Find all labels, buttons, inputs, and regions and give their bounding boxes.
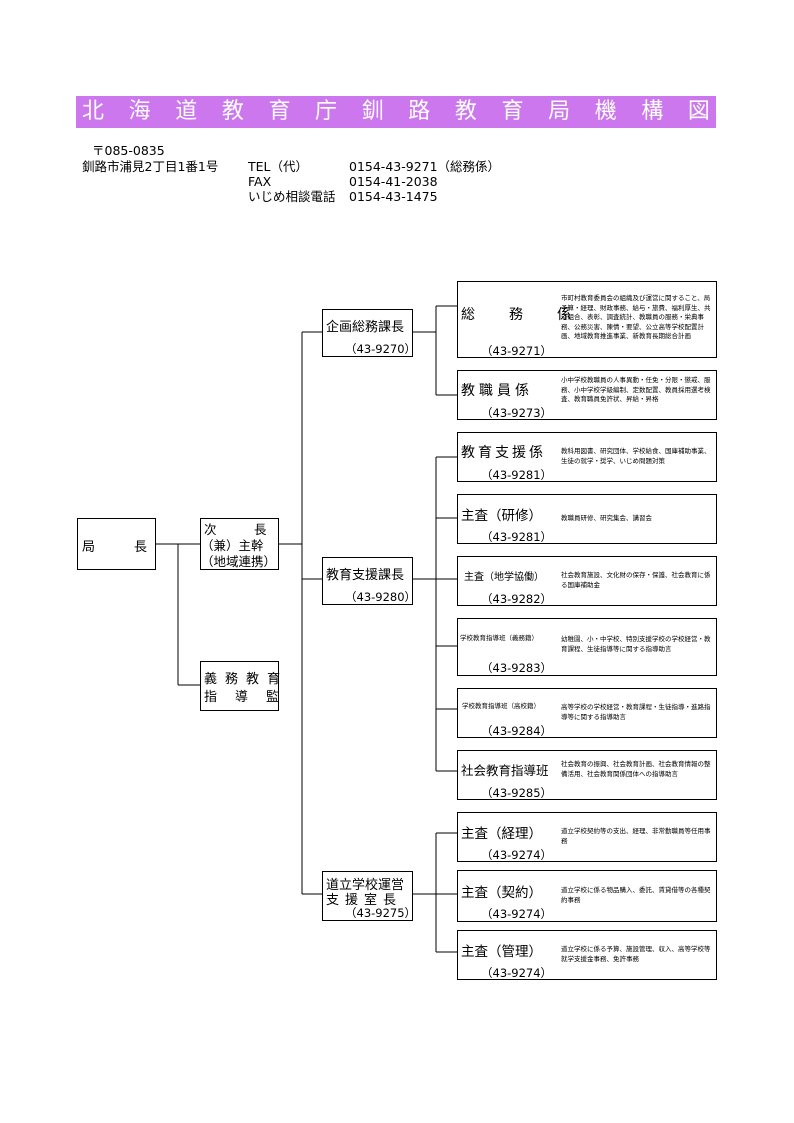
unit-chigaku: 主査（地学協働） （43-9282） 社会教育施設、文化財の保存・保護、社会教育…: [457, 556, 717, 606]
unit-name: 主査（研修）: [461, 508, 542, 524]
unit-desc: 高等学校の学校経営・教育課程・生徒指導・進路指導等に関する指導助言: [561, 703, 711, 721]
director-box: 局 長: [77, 518, 156, 570]
section-phone: （43-9270）: [345, 342, 417, 356]
unit-phone: （43-9281）: [481, 530, 553, 544]
unit-name: 主査（経理）: [461, 826, 542, 842]
unit-phone: （43-9274）: [481, 966, 553, 980]
street-address: 釧路市浦見2丁目1番1号: [82, 159, 219, 174]
unit-desc: 市町村教育委員会の組織及び運営に関すること、局予算・経理、財政事務、給与・旅費、…: [561, 294, 711, 340]
ijime-number: 0154-43-1475: [349, 189, 438, 204]
unit-kanri: 主査（管理） （43-9274） 道立学校に係る予算、施設管理、収入、高等学校等…: [457, 930, 717, 980]
section-name: 教育支援課長: [326, 568, 405, 583]
unit-desc: 教職員研修、研究集会、講習会: [561, 514, 652, 522]
unit-phone: （43-9281）: [481, 468, 553, 482]
fax-label: FAX: [248, 174, 272, 189]
section-name-line2: 支援室長: [326, 893, 403, 908]
unit-phone: （43-9273）: [481, 406, 553, 420]
title-char: 育: [268, 99, 291, 124]
title-char: 北: [82, 99, 105, 124]
unit-kyoshokuin: 教職員係 （43-9273） 小中学校教職員の人事異動・任免・分限・懲戒、服務、…: [457, 370, 717, 420]
section-unei-shien: 道立学校運営 支援室長 （43-9275）: [322, 871, 417, 921]
unit-name: 教職員係: [461, 383, 533, 399]
unit-name: 学校教育指導班（義務籍）: [460, 634, 538, 642]
unit-name: 社会教育指導班: [461, 763, 549, 778]
tel-number: 0154-43-9271（総務係）: [349, 159, 501, 174]
unit-phone: （43-9282）: [481, 592, 553, 606]
deputy-line1: 次 長: [204, 522, 267, 537]
deputy-line3: （地域連携）: [201, 554, 277, 569]
unit-desc: 社会教育施設、文化財の保存・保護、社会教育に係る国庫補助金: [561, 571, 711, 589]
unit-kyoiku-shien: 教育支援係 （43-9281） 教科用図書、研究団体、学校給食、国庫補助事業、生…: [457, 432, 717, 482]
section-kikaku: 企画総務課長 （43-9270）: [322, 309, 417, 357]
unit-keiyaku: 主査（契約） （43-9274） 道立学校に係る物品購入、委託、賃貸借等の各種契…: [457, 870, 717, 922]
page-title: 北海道教育庁釧路教育局機構図: [76, 96, 716, 128]
section-name-line1: 道立学校運営: [326, 878, 405, 893]
unit-desc: 教科用図書、研究団体、学校給食、国庫補助事業、生徒の就学・奨学、いじめ問題対策: [561, 447, 711, 465]
title-char: 育: [501, 99, 524, 124]
unit-desc: 社会教育の振興、社会教育計画、社会教育情報の整備活用、社会教育関係団体への指導助…: [561, 760, 711, 778]
unit-koko-shido: 学校教育指導班（高校籍） （43-9284） 高等学校の学校経営・教育課程・生徒…: [457, 688, 717, 738]
title-char: 釧: [361, 99, 384, 124]
title-char: 路: [408, 99, 431, 124]
unit-desc: 小中学校教職員の人事異動・任免・分限・懲戒、服務、小中学校学級編制、定数配置、教…: [561, 376, 711, 403]
unit-desc: 道立学校に係る物品購入、委託、賃貸借等の各種契約事務: [561, 886, 711, 904]
fax-number: 0154-41-2038: [349, 174, 438, 189]
unit-phone: （43-9274）: [481, 848, 553, 862]
title-char: 機: [594, 99, 617, 124]
section-name: 企画総務課長: [326, 320, 405, 335]
deputy-line2: （兼）主幹: [201, 538, 264, 553]
unit-name: 主査（管理）: [461, 944, 542, 960]
tel-label: TEL（代）: [248, 159, 308, 174]
section-phone: （43-9280）: [345, 590, 417, 604]
unit-phone: （43-9284）: [481, 724, 553, 738]
unit-desc: 幼稚園、小・中学校、特別支援学校の学校経営・教育課程、生徒指導等に関する指導助言: [561, 635, 711, 653]
guidance-line1: 義務教育: [204, 672, 289, 687]
director-label: 局 長: [82, 540, 148, 555]
unit-keiri: 主査（経理） （43-9274） 道立学校契約等の支出、経理、非常勤職員等任用事…: [457, 812, 717, 862]
title-char: 海: [128, 99, 151, 124]
unit-gimu-shido: 学校教育指導班（義務籍） （43-9283） 幼稚園、小・中学校、特別支援学校の…: [457, 618, 717, 676]
unit-shakai-shido: 社会教育指導班 （43-9285） 社会教育の振興、社会教育計画、社会教育情報の…: [457, 750, 717, 800]
title-char: 教: [454, 99, 477, 124]
ijime-label: いじめ相談電話: [248, 189, 336, 204]
unit-desc: 道立学校契約等の支出、経理、非常勤職員等任用事務: [561, 827, 711, 845]
deputy-box: 次 長 （兼）主幹 （地域連携）: [200, 518, 279, 570]
title-char: 庁: [315, 99, 338, 124]
guidance-line2: 指導監: [204, 690, 298, 705]
unit-name: 総 務 係: [461, 307, 581, 323]
title-char: 教: [221, 99, 244, 124]
unit-phone: （43-9271）: [481, 344, 553, 358]
title-char: 道: [175, 99, 198, 124]
guidance-box: 義務教育 指導監: [200, 661, 298, 711]
unit-phone: （43-9274）: [481, 907, 553, 921]
title-char: 局: [548, 99, 571, 124]
section-phone: （43-9275）: [345, 906, 417, 920]
unit-phone: （43-9285）: [481, 786, 553, 800]
unit-name: 学校教育指導班（高校籍）: [462, 702, 540, 710]
unit-name: 主査（契約）: [461, 885, 542, 901]
postal-code: 〒085-0835: [92, 143, 165, 158]
section-kyoiku-shien: 教育支援課長 （43-9280）: [322, 557, 417, 605]
unit-desc: 道立学校に係る予算、施設管理、収入、高等学校等就学支援金事務、免許事務: [561, 945, 711, 963]
unit-name: 教育支援係: [461, 445, 546, 461]
title-char: 構: [641, 99, 664, 124]
unit-somu: 総 務 係 （43-9271） 市町村教育委員会の組織及び運営に関すること、局予…: [457, 281, 717, 358]
unit-phone: （43-9283）: [481, 661, 553, 675]
unit-kenshu: 主査（研修） （43-9281） 教職員研修、研究集会、講習会: [457, 494, 717, 544]
unit-name: 主査（地学協働）: [464, 572, 544, 583]
title-char: 図: [687, 99, 710, 124]
